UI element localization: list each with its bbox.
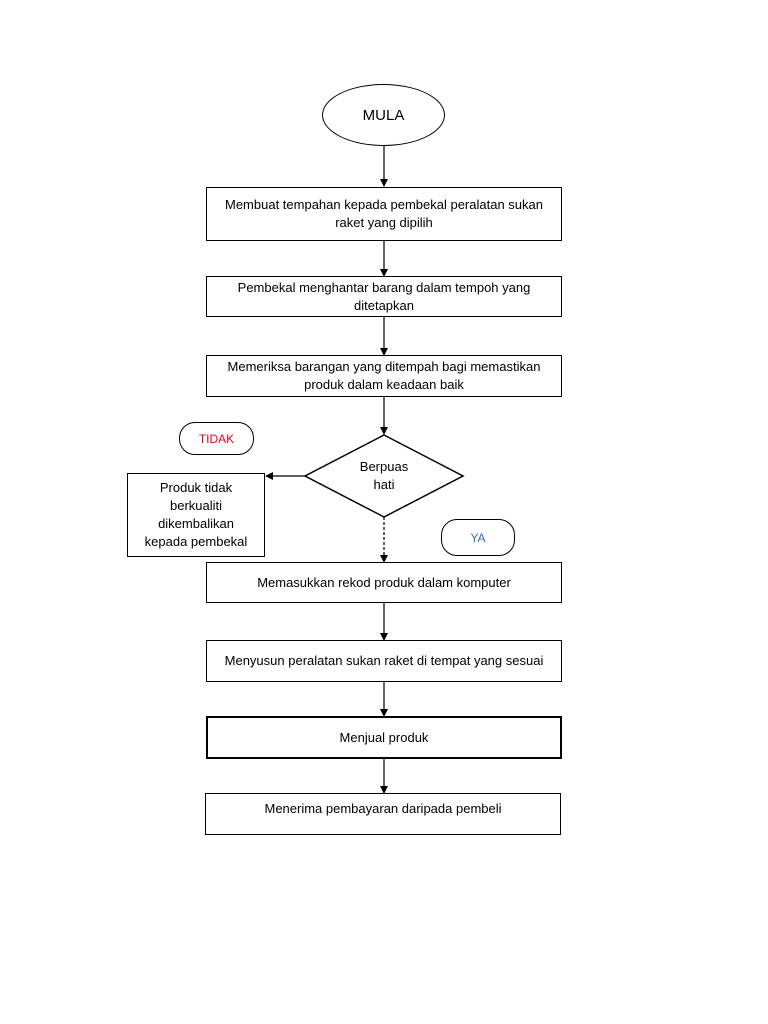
step-create-order: Membuat tempahan kepada pembekal peralat…	[206, 187, 562, 241]
decision-label: Berpuas hati	[334, 458, 434, 494]
decision-diamond	[303, 434, 465, 518]
decision-label-line2: hati	[373, 477, 395, 492]
step-supplier-delivers: Pembekal menghantar barang dalam tempoh …	[206, 276, 562, 317]
step-arrange-equipment: Menyusun peralatan sukan raket di tempat…	[206, 640, 562, 682]
step-receive-payment: Menerima pembayaran daripada pembeli	[205, 793, 561, 835]
step-sell-product: Menjual produk	[206, 716, 562, 759]
no-label: TIDAK	[179, 422, 254, 455]
step-record-product: Memasukkan rekod produk dalam komputer	[206, 562, 562, 603]
decision-label-line1: Berpuas	[359, 459, 409, 474]
step-inspect-goods: Memeriksa barangan yang ditempah bagi me…	[206, 355, 562, 397]
reject-box: Produk tidak berkualiti dikembalikan kep…	[127, 473, 265, 557]
yes-label: YA	[441, 519, 515, 556]
start-node: MULA	[322, 84, 445, 146]
